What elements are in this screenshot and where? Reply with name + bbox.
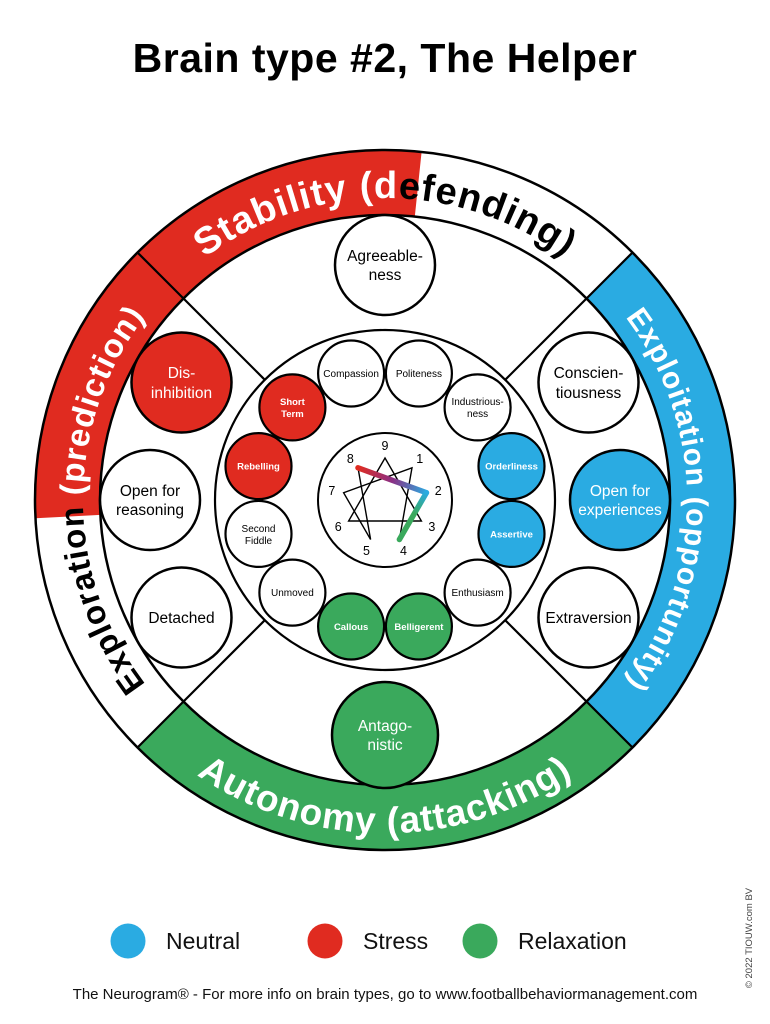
big5-circle-disinhibition — [130, 331, 233, 434]
big5-circle-extraversion — [537, 566, 640, 669]
relaxation-line-4-to-2 — [396, 489, 430, 543]
stress-line-8-to-2 — [355, 465, 430, 496]
divider-line-nw — [136, 251, 266, 381]
legend-label-neutral: Neutral — [166, 928, 240, 954]
enneagram-number-3: 3 — [428, 520, 435, 534]
enneagram-number-4: 4 — [400, 544, 407, 558]
facet-enthusiasm: Enthusiasm — [443, 558, 512, 627]
divider-line-se — [504, 619, 634, 749]
facet-circle-enthusiasm — [443, 558, 512, 627]
facet-politeness: Politeness — [384, 339, 453, 408]
ring-arc-red-stress — [35, 149, 422, 519]
facet-orderliness: Orderliness — [477, 432, 546, 501]
facet-industriousness: Industrious-ness — [443, 373, 512, 442]
enneagram-number-8: 8 — [347, 452, 354, 466]
big5-circle-conscientiousness — [537, 331, 640, 434]
legend-dot-neutral — [110, 923, 146, 959]
big5-detached: Detached — [130, 566, 233, 669]
footer-note: The Neurogram® - For more info on brain … — [73, 986, 698, 1003]
facet-compassion: Compassion — [317, 339, 386, 408]
facet-assertive: Assertive — [477, 499, 546, 569]
big5-label-antagonistic: Antago-nistic — [358, 718, 412, 754]
facet-label-orderliness: Orderliness — [485, 462, 538, 473]
enneagram-circle — [317, 432, 453, 568]
big5-label-detached: Detached — [148, 610, 214, 627]
facet-circle-orderliness — [477, 432, 546, 501]
ring-arc-green-relaxation — [137, 701, 633, 851]
page-title: Brain type #2, The Helper — [133, 35, 638, 81]
facet-callous: Callous — [317, 592, 386, 661]
facet-unmoved: Unmoved — [258, 558, 327, 627]
big5-extraversion: Extraversion — [537, 566, 640, 669]
big5-disinhibition: Dis-inhibition — [130, 331, 233, 434]
enneagram-number-1: 1 — [416, 452, 423, 466]
big5-label-agreeableness: Agreeable-ness — [347, 248, 423, 284]
facet-label-politeness: Politeness — [396, 369, 442, 380]
facet-label-belligerent: Belligerent — [394, 622, 444, 633]
enneagram-number-7: 7 — [328, 484, 335, 498]
big5-circle-open-reasoning — [98, 448, 202, 552]
copyright-note: © 2022 TIOUW.com BV — [744, 887, 755, 988]
facet-circle-assertive — [477, 499, 546, 569]
big5-label-conscientiousness: Conscien-tiousness — [554, 365, 624, 402]
legend-label-stress: Stress — [363, 928, 428, 954]
facet-label-unmoved: Unmoved — [271, 588, 314, 599]
facet-label-assertive: Assertive — [490, 529, 533, 540]
legend: Neutral Stress Relaxation — [110, 923, 627, 959]
facet-circle-unmoved — [258, 558, 327, 627]
facet-circle-compassion — [317, 339, 386, 408]
facet-label-rebelling: Rebelling — [237, 462, 280, 473]
big5-conscientiousness: Conscien-tiousness — [537, 331, 640, 434]
enneagram-number-9: 9 — [382, 439, 389, 453]
big5-circle-detached — [130, 566, 233, 669]
facet-circle-rebelling — [224, 432, 293, 501]
legend-dot-stress — [307, 923, 343, 959]
facet-label-callous: Callous — [334, 622, 368, 633]
facet-label-enthusiasm: Enthusiasm — [451, 588, 503, 599]
big5-circle-open-experiences — [568, 448, 672, 552]
facet-circle-short-term — [258, 373, 327, 442]
legend-dot-relaxation — [462, 923, 498, 959]
facet-label-compassion: Compassion — [323, 369, 379, 380]
big5-label-extraversion: Extraversion — [545, 610, 631, 627]
facet-circle-politeness — [384, 339, 453, 408]
legend-label-relaxation: Relaxation — [518, 928, 627, 954]
outer-circle-border — [33, 148, 737, 852]
facet-rebelling: Rebelling — [224, 432, 293, 501]
facet-circle-second-fiddle — [224, 499, 293, 569]
big5-label-disinhibition: Dis-inhibition — [151, 365, 212, 402]
divider-line-sw — [136, 619, 266, 749]
inner-cluster-circle — [213, 328, 557, 672]
enneagram-number-6: 6 — [335, 520, 342, 534]
big5-antagonistic: Antago-nistic — [330, 680, 440, 790]
enneagram-number-2: 2 — [435, 484, 442, 498]
facet-circle-industriousness — [443, 373, 512, 442]
facet-label-industriousness: Industrious-ness — [451, 397, 503, 420]
enneagram-number-5: 5 — [363, 544, 370, 558]
big5-agreeableness: Agreeable-ness — [333, 213, 437, 317]
facet-circle-belligerent — [384, 592, 453, 661]
big5-circle-agreeableness — [333, 213, 437, 317]
divider-line-ne — [504, 251, 634, 381]
enneagram-triangle-369 — [347, 456, 423, 522]
facet-circle-callous — [317, 592, 386, 661]
facet-belligerent: Belligerent — [384, 592, 453, 661]
big5-circle-antagonistic — [330, 680, 440, 790]
ring-arc-blue-neutral — [586, 252, 736, 748]
